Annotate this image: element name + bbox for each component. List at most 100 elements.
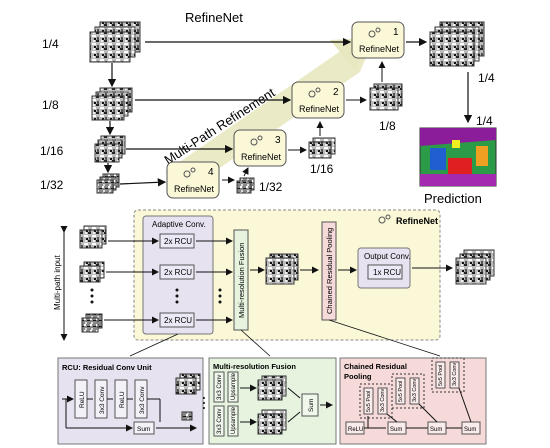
fusion-op-upsample-1 [227,371,239,403]
rcu-box-1: 2x RCU [159,233,195,249]
refinenet-block-2: 2 RefineNet [291,81,345,119]
main-title: RefineNet [185,10,243,25]
output-map-1-16 [308,137,336,159]
output-scale-1-8: 1/8 [379,119,396,133]
refinenet-1-number: 1 [393,27,399,38]
feature-stack-1-4 [89,21,141,63]
output-rcu-box [367,264,403,280]
scale-label-1-16: 1/16 [40,144,64,158]
output-rcu-label: 1x RCU [373,268,401,277]
pool-sum-label-2: Sum [430,427,442,433]
input-thumb-1 [79,225,107,249]
prediction-label: Prediction [424,191,482,206]
feature-stack-1-8 [91,87,133,121]
pool-op-pool-3 [435,361,446,389]
fusion-thumb-in2 [181,411,193,421]
fusion-op-upsample-2 [227,405,239,437]
pool-sum-label-3: Sum [464,427,476,433]
pool-panel-title-line2: Pooling [344,372,372,381]
pool-sum-label-1: Sum [390,427,402,433]
svg-text:5x5 Pool: 5x5 Pool [398,381,404,402]
pool-op-pool-1 [363,387,374,415]
chained-pool-label: Chained Residual Pooling [325,228,334,314]
refinenet-block-4: 4 RefineNet [166,161,220,199]
refinenet-2-label: RefineNet [299,104,340,114]
fusion-dots-panel [203,397,205,409]
input-thumb-2 [79,261,105,283]
output-map-1-8 [369,83,403,111]
refinenet-block-1: 1 RefineNet [351,21,405,59]
svg-text:5x5 Pool: 5x5 Pool [438,365,444,386]
pool-op-conv-1 [377,387,388,415]
fusion-thumb-in1 [175,373,201,395]
input-dots [90,288,94,304]
adaptive-dots [175,288,179,304]
fusion-label: Multi-resolution Fusion [237,243,246,318]
rcu-sum-box [133,421,155,435]
svg-text:3x3 Conv: 3x3 Conv [217,375,223,400]
svg-text:3x3 Conv: 3x3 Conv [139,386,146,414]
svg-text:3x3 Conv: 3x3 Conv [217,409,223,434]
svg-text:3x3 Conv: 3x3 Conv [452,363,458,386]
fusion-map-2 [257,409,287,435]
multipath-band [165,48,370,178]
zoom-line-fusion [240,329,271,357]
scale-label-1-32: 1/32 [40,178,64,192]
refinenet-4-number: 4 [208,167,214,178]
svg-text:2x RCU: 2x RCU [164,237,192,246]
feature-stack-1-16 [94,135,126,163]
segmentation-prediction [419,127,497,187]
rcu-box-3: 2x RCU [159,312,195,328]
svg-text:3x3 Conv: 3x3 Conv [99,386,106,414]
svg-text:3x3 Conv: 3x3 Conv [412,379,418,402]
fusion-sum-box [301,393,319,417]
refinenet-2-number: 2 [333,87,339,98]
pool-op-conv-2 [409,377,420,405]
refinenet-4-label: RefineNet [174,184,215,194]
output-scale-1-16: 1/16 [310,162,334,176]
multipath-input-label: Multi-path input [53,255,62,310]
refinenet-block-3: 3 RefineNet [233,129,287,167]
pool-panel-title-line1: Chained Residual [344,362,407,371]
pool-ops: ReLU 5x5 Pool 3x3 Conv 5x5 Pool 3x3 Conv… [345,361,460,435]
zoom-line-pool [328,319,441,357]
rcu-ops: ReLU 3x3 Conv ReLU 3x3 Conv [74,379,148,419]
svg-text:5x5 Pool: 5x5 Pool [366,391,372,412]
pool-op-conv-3 [449,361,460,389]
svg-text:ReLU: ReLU [119,391,126,408]
scale-label-1-4: 1/4 [42,37,59,51]
refinenet-3-label: RefineNet [241,152,282,162]
svg-text:3x3 Conv: 3x3 Conv [380,389,386,412]
output-map-1-4 [429,21,485,67]
output-scale-1-4: 1/4 [478,71,495,85]
refinenet-3-number: 3 [275,135,281,146]
arrow-1-32-to-rn4 [119,178,167,187]
fusion-dots [218,288,222,304]
output-scale-1-32: 1/32 [259,180,283,194]
svg-text:2x RCU: 2x RCU [164,316,192,325]
adaptive-conv-title: Adaptive Conv. [152,220,206,229]
rcu-box-2: 2x RCU [159,264,195,280]
fusion-op-conv-1 [213,371,225,403]
svg-text:ReLU: ReLU [348,427,363,433]
fusion-ops: 3x3 Conv Upsample 3x3 Conv Upsample [213,371,239,437]
fusion-sum-label: Sum [308,399,315,412]
detail-title: RefineNet [396,216,438,226]
svg-text:Upsample: Upsample [231,406,237,434]
arrow-out32-rn3 [242,167,249,177]
refinenet-output-map [455,249,495,285]
fused-feature-map [265,253,299,285]
fusion-panel-title: Multi-resolution Fusion [213,362,296,371]
pool-op-pool-2 [395,377,406,405]
svg-text:Upsample: Upsample [231,372,237,400]
svg-text:ReLU: ReLU [79,391,86,408]
zoom-line-rcu [129,333,179,357]
refinenet-1-label: RefineNet [359,44,400,54]
output-map-1-32 [236,177,255,194]
svg-text:2x RCU: 2x RCU [164,268,192,277]
rcu-sum-label: Sum [137,426,150,433]
prediction-scale: 1/4 [476,114,493,128]
output-conv-title: Output Conv. [364,252,411,261]
